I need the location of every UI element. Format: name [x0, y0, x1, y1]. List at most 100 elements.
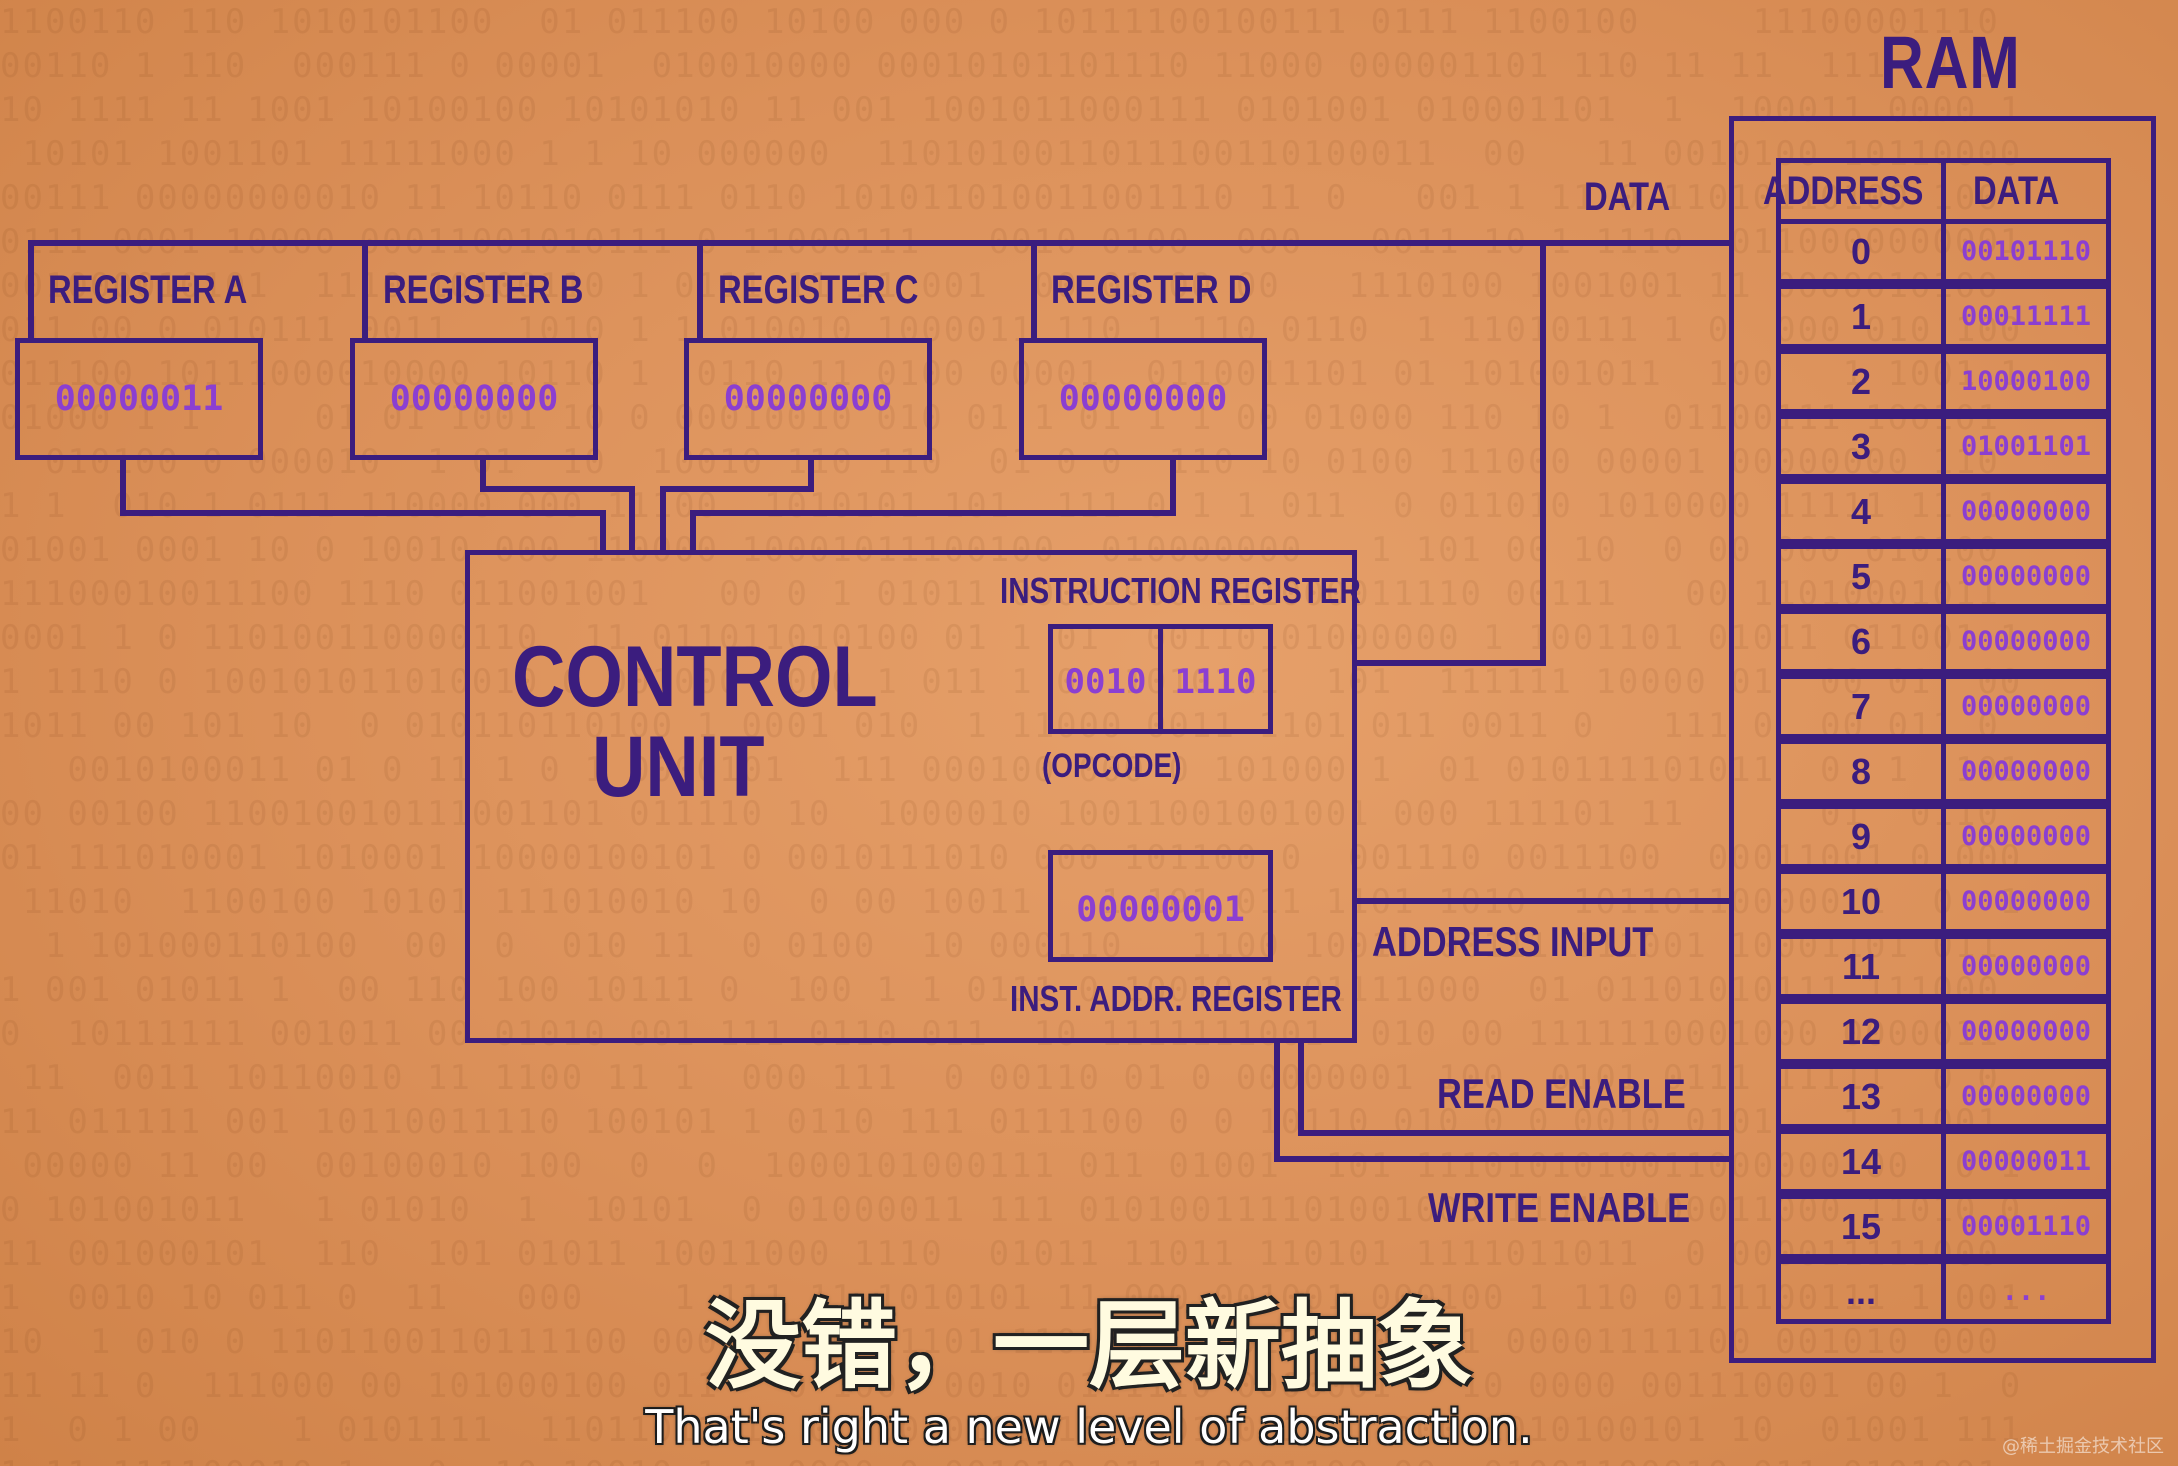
ram-address-value: 5	[1850, 555, 1872, 597]
ram-address-value: 4	[1850, 490, 1872, 532]
ram-data-value: 00000000	[1960, 691, 2092, 722]
reg-a-cu-wire-v2	[600, 510, 606, 554]
read-enable-label: READ ENABLE	[1437, 1070, 1686, 1117]
reg-a-cu-wire-h	[120, 510, 606, 516]
ram-address-value: 10	[1840, 880, 1882, 922]
ram-address-value: 7	[1850, 685, 1872, 727]
ram-header-data-text: DATA	[1973, 168, 2060, 213]
ram-data-cell: 00101110	[1941, 219, 2111, 284]
ram-address-cell: 15	[1776, 1194, 1946, 1259]
reg-c-cu-wire-v	[808, 458, 814, 492]
address-input-label: ADDRESS INPUT	[1372, 918, 1654, 965]
reg-d-cu-wire-h	[690, 510, 1176, 516]
register-d-box: 00000000	[1019, 338, 1267, 460]
ram-address-value: 15	[1840, 1205, 1882, 1247]
ram-data-cell: 00001110	[1941, 1194, 2111, 1259]
subtitle-english: That's right a new level of abstraction.	[645, 1400, 1533, 1454]
ram-address-value: 11	[1841, 945, 1881, 987]
data-bus-label: DATA	[1584, 175, 1671, 219]
opcode-value: 0010	[1064, 662, 1147, 702]
write-enable-wire-h	[1274, 1156, 1731, 1162]
ram-data-cell: 00000000	[1941, 999, 2111, 1064]
ram-data-value: 00011111	[1960, 301, 2092, 332]
reg-a-cu-wire-v	[120, 458, 126, 516]
ram-data-value: 00000000	[1960, 886, 2092, 917]
opcode-label: (OPCODE)	[1042, 747, 1182, 785]
control-unit-box	[465, 550, 1357, 1043]
register-b-value: 00000000	[389, 379, 559, 419]
ram-address-value: 0	[1850, 230, 1872, 272]
instruction-register-label: INSTRUCTION REGISTER	[1000, 570, 1361, 611]
data-bus-cu-wire	[1352, 660, 1546, 666]
ram-address-cell: 1	[1776, 284, 1946, 349]
reg-b-cu-wire-h	[480, 486, 635, 492]
control-unit-title-line2: UNIT	[592, 719, 765, 815]
ram-data-cell: 00000000	[1941, 1064, 2111, 1129]
ram-data-cell: 00000000	[1941, 609, 2111, 674]
ram-header-data: DATA	[1941, 158, 2111, 224]
ram-data-value: 10000100	[1960, 366, 2092, 397]
ram-address-cell: 7	[1776, 674, 1946, 739]
ram-address-cell: 4	[1776, 479, 1946, 544]
ram-data-cell: ...	[1941, 1259, 2111, 1324]
ram-outer-box	[1729, 116, 2156, 1363]
ram-data-value: 00000000	[1960, 756, 2092, 787]
ram-header-address: ADDRESS	[1763, 158, 1946, 224]
inst-addr-register-label: INST. ADDR. REGISTER	[1010, 978, 1342, 1019]
ram-data-value: 00000011	[1960, 1146, 2092, 1177]
ram-data-value: 00000000	[1960, 496, 2092, 527]
reg-d-cu-wire-v	[1170, 458, 1176, 516]
reg-b-cu-wire-v2	[629, 486, 635, 554]
inst-addr-register-box: 00000001	[1048, 850, 1273, 962]
operand-value: 1110	[1174, 662, 1257, 702]
ram-address-cell: 11	[1776, 934, 1946, 999]
reg-a-bus-wire	[28, 240, 34, 340]
ram-address-value: 13	[1840, 1075, 1882, 1117]
register-c-label: REGISTER C	[718, 268, 919, 312]
read-enable-wire-h	[1298, 1130, 1731, 1136]
write-enable-wire-v	[1274, 1040, 1280, 1162]
ram-data-cell: 00000000	[1941, 674, 2111, 739]
register-a-value: 00000011	[54, 379, 224, 419]
ram-data-value: 00000000	[1960, 1081, 2092, 1112]
ram-data-value: ...	[2001, 1276, 2051, 1307]
reg-c-cu-wire-v2	[660, 486, 666, 554]
ram-data-value: 00000000	[1960, 561, 2092, 592]
ram-data-cell: 01001101	[1941, 414, 2111, 479]
ram-title: RAM	[1880, 21, 2021, 104]
register-b-box: 00000000	[350, 338, 598, 460]
ram-address-cell: 2	[1776, 349, 1946, 414]
ram-data-cell: 00000011	[1941, 1129, 2111, 1194]
register-d-label: REGISTER D	[1051, 268, 1252, 312]
register-b-label: REGISTER B	[383, 268, 584, 312]
operand-box: 1110	[1158, 624, 1273, 734]
register-d-value: 00000000	[1058, 379, 1228, 419]
ram-address-cell: 5	[1776, 544, 1946, 609]
reg-b-bus-wire	[362, 240, 368, 340]
ram-data-value: 00000000	[1960, 1016, 2092, 1047]
ram-address-value: 8	[1850, 750, 1872, 792]
ram-data-cell: 00000000	[1941, 804, 2111, 869]
ram-address-value: 14	[1840, 1140, 1882, 1182]
register-a-label: REGISTER A	[48, 268, 248, 312]
ram-address-value: 3	[1850, 425, 1872, 467]
ram-address-cell: 8	[1776, 739, 1946, 804]
ram-data-cell: 00000000	[1941, 934, 2111, 999]
subtitle-chinese: 没错，一层新抽象	[705, 1290, 1473, 1402]
ram-data-value: 00101110	[1960, 236, 2092, 267]
ram-address-cell: 0	[1776, 219, 1946, 284]
ram-data-value: 00000000	[1960, 821, 2092, 852]
ram-address-cell: 3	[1776, 414, 1946, 479]
ram-address-value: 2	[1850, 360, 1872, 402]
ram-address-cell: 9	[1776, 804, 1946, 869]
write-enable-label: WRITE ENABLE	[1428, 1184, 1691, 1231]
ram-address-value: 6	[1850, 620, 1872, 662]
ram-data-value: 00000000	[1960, 951, 2092, 982]
ram-data-value: 00000000	[1960, 626, 2092, 657]
opcode-box: 0010	[1048, 624, 1163, 734]
ram-address-cell: 10	[1776, 869, 1946, 934]
ram-address-value: ...	[1845, 1270, 1876, 1312]
reg-c-bus-wire	[697, 240, 703, 340]
